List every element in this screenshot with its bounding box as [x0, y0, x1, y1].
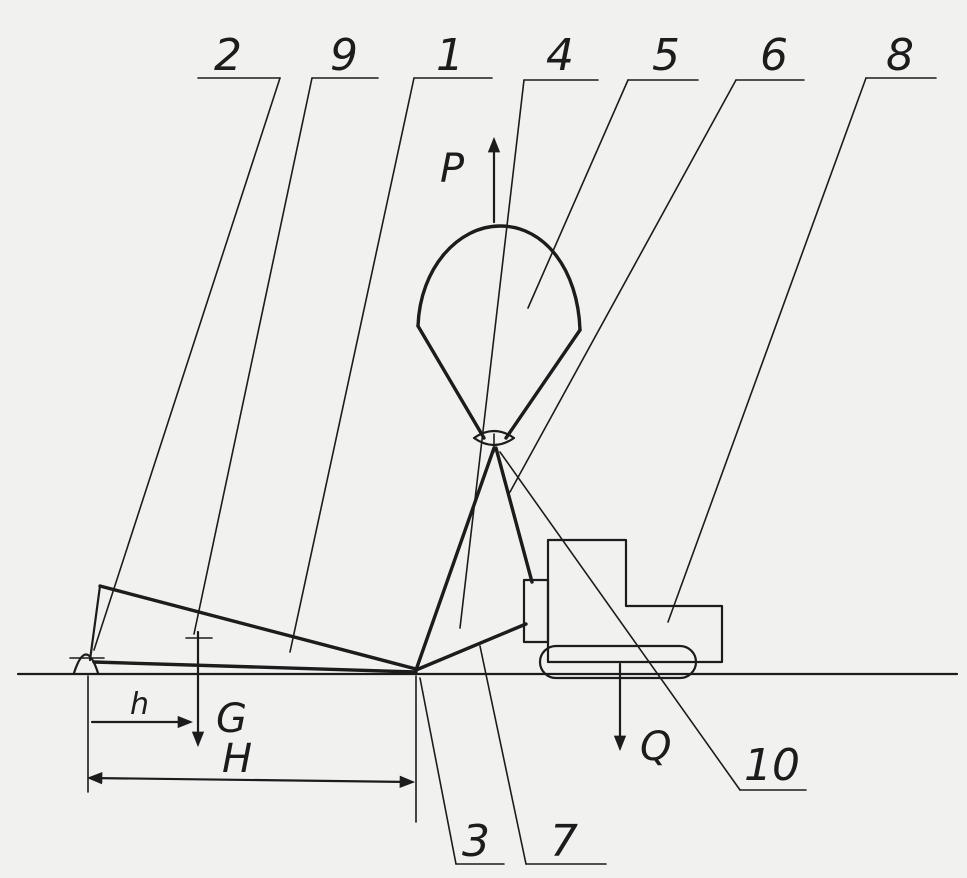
- tractor-cable: [494, 446, 534, 584]
- label-dim-h-large: H: [222, 736, 252, 782]
- leader-9: [193, 77, 313, 635]
- leader-5: [527, 79, 629, 309]
- leader-7: [479, 645, 527, 865]
- label-6: 6: [760, 30, 788, 81]
- label-10: 10: [744, 740, 800, 791]
- leader-1: [289, 77, 415, 653]
- label-4: 4: [546, 30, 574, 81]
- label-force-p: P: [440, 146, 465, 192]
- label-9: 9: [330, 30, 358, 81]
- label-3: 3: [462, 816, 490, 867]
- label-5: 5: [652, 30, 680, 81]
- balloon-envelope: [416, 224, 582, 332]
- label-7: 7: [550, 816, 578, 867]
- label-force-q: Q: [640, 724, 671, 770]
- boom-end-edge: [88, 584, 102, 662]
- balloon-ring: [472, 429, 516, 447]
- tractor-body: [546, 538, 724, 664]
- leader-2: [93, 77, 281, 651]
- label-2: 2: [214, 30, 242, 81]
- tow-link: [414, 622, 528, 672]
- main-cable: [414, 446, 496, 672]
- label-1: 1: [436, 30, 464, 81]
- label-8: 8: [886, 30, 914, 81]
- tractor-track: [538, 644, 698, 680]
- balloon-right-cone: [504, 328, 582, 440]
- leader-4: [459, 79, 525, 629]
- label-force-g: G: [216, 696, 247, 742]
- anchor-support: [72, 653, 100, 675]
- tractor-winch: [522, 578, 550, 644]
- leader-6: [509, 79, 737, 493]
- leader-3: [419, 677, 457, 865]
- boom-top-edge: [98, 584, 418, 671]
- label-dim-h-small: h: [130, 687, 149, 722]
- dim-h-large-line: [86, 771, 416, 789]
- leader-8: [667, 77, 867, 623]
- boom-bottom-edge: [92, 660, 418, 674]
- leader-10: [499, 451, 741, 791]
- balloon-left-cone: [416, 324, 486, 440]
